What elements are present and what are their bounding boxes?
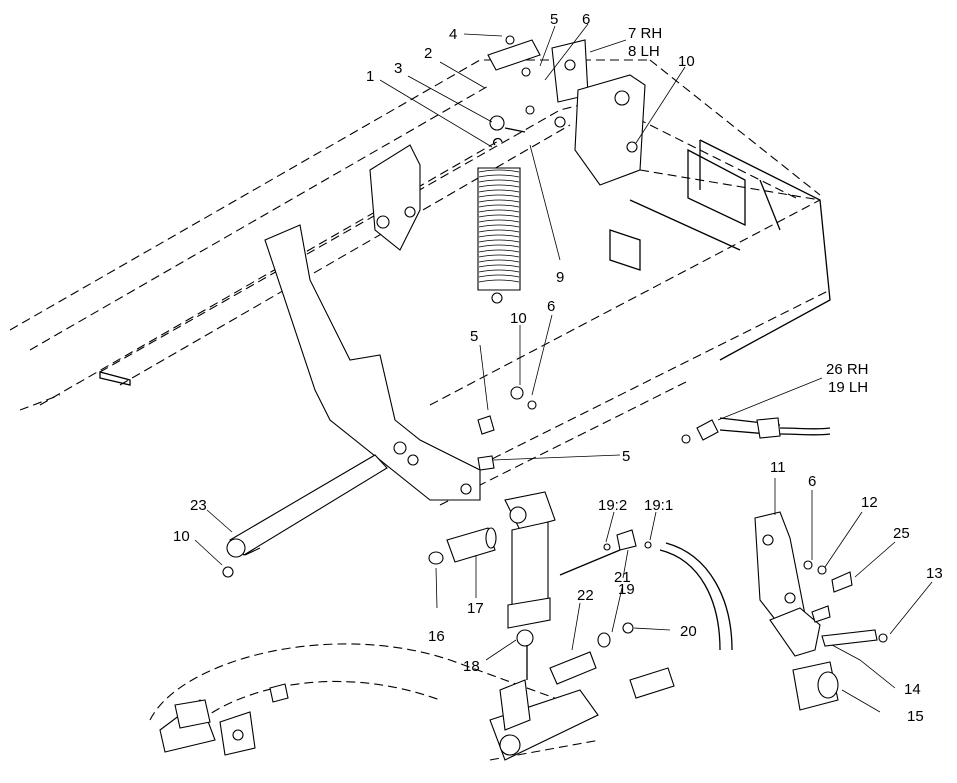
spring-coil	[478, 169, 520, 173]
callout-3: 3	[394, 60, 402, 77]
frame	[9, 59, 831, 506]
spring-coil	[478, 279, 520, 283]
callout-23: 23	[190, 497, 207, 514]
callout-26-rh: 26 RH	[826, 361, 869, 378]
callout-19-1: 19:1	[644, 497, 673, 514]
extension-spring	[477, 115, 521, 304]
spring-coil	[478, 254, 520, 258]
leader-lines	[194, 23, 933, 713]
spring-coil	[478, 199, 520, 203]
lift-arm	[149, 643, 675, 761]
spring-coil	[478, 239, 520, 243]
side-bracket	[264, 144, 481, 501]
spring-coil	[478, 249, 520, 253]
callout-17: 17	[467, 600, 484, 617]
callout-6-mid: 6	[547, 298, 555, 315]
spring-coil	[478, 209, 520, 213]
spring-coil	[478, 194, 520, 198]
callout-11: 11	[770, 459, 786, 476]
callout-18: 18	[463, 658, 480, 675]
callout-19: 19	[618, 581, 635, 598]
callout-5-low: 5	[622, 448, 630, 465]
callout-5-mid: 5	[470, 328, 478, 345]
callout-2: 2	[424, 45, 432, 62]
spring-coil	[478, 259, 520, 263]
spring-coil	[478, 174, 520, 178]
pins-bushings	[222, 454, 634, 685]
callout-19-2: 19:2	[598, 497, 627, 514]
callout-5-top: 5	[550, 11, 558, 28]
callout-9: 9	[556, 269, 564, 286]
callout-16: 16	[428, 628, 445, 645]
callout-25: 25	[893, 525, 910, 542]
callout-10-mid: 10	[510, 310, 527, 327]
callout-6-right: 6	[808, 473, 816, 490]
callout-14: 14	[904, 681, 921, 698]
mid-fasteners	[477, 386, 537, 471]
callout-12: 12	[861, 494, 878, 511]
callout-1: 1	[366, 68, 374, 85]
spring-coil	[478, 274, 520, 278]
spring-coil	[478, 264, 520, 268]
spring-coil	[478, 244, 520, 248]
callout-7-rh: 7 RH	[628, 25, 662, 42]
callout-22: 22	[577, 587, 594, 604]
callout-10-top: 10	[678, 53, 695, 70]
callout-20: 20	[680, 623, 697, 640]
spring-coil	[478, 189, 520, 193]
callout-4: 4	[449, 26, 457, 43]
callout-13: 13	[926, 565, 943, 582]
hydraulic-hose	[559, 417, 831, 651]
callout-6-top: 6	[582, 11, 590, 28]
spring-coil	[478, 184, 520, 188]
spring-coil	[478, 234, 520, 238]
lift-cylinder	[504, 491, 556, 680]
spring-coil	[478, 229, 520, 233]
callout-21: 21	[614, 569, 631, 586]
callout-8-lh: 8 LH	[628, 43, 660, 60]
spring-coil	[478, 224, 520, 228]
spring-coil	[478, 269, 520, 273]
spring-coil	[478, 204, 520, 208]
callout-15: 15	[907, 708, 924, 725]
spring-coil	[478, 214, 520, 218]
callout-19-lh: 19 LH	[828, 379, 868, 396]
spring-coil	[478, 219, 520, 223]
spring-coil	[478, 179, 520, 183]
bracket-11	[754, 511, 888, 711]
pivot-assembly	[487, 35, 646, 186]
callout-labels: 1 2 3 4 5 6 7 RH 8 LH 10 9 5 10 6 26 RH …	[173, 11, 943, 725]
callout-10-left: 10	[173, 528, 190, 545]
